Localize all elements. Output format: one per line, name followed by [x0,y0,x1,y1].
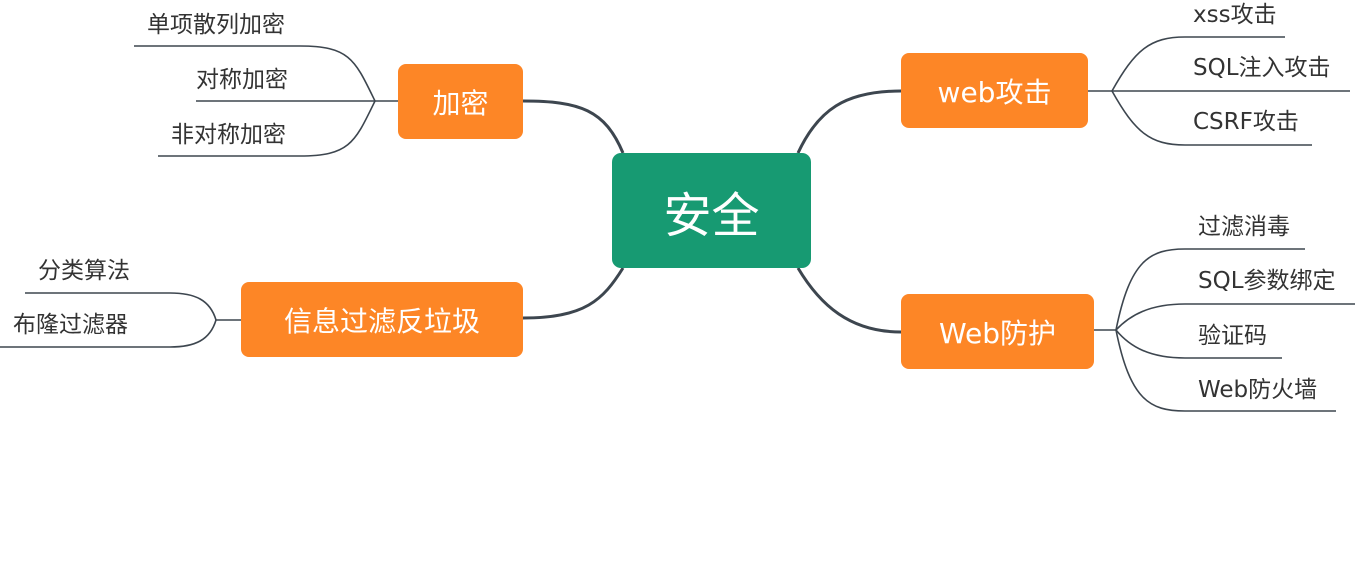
leaf-bloom-filter[interactable]: 布隆过滤器 [13,312,128,338]
branch-web-attack[interactable]: web攻击 [901,53,1088,128]
leaf-classification[interactable]: 分类算法 [38,258,130,284]
leaf-one-way-hash[interactable]: 单项散列加密 [147,12,285,38]
root-topic[interactable]: 安全 [612,153,811,268]
branch-encryption[interactable]: 加密 [398,64,523,139]
leaf-xss[interactable]: xss攻击 [1193,2,1277,28]
leaf-sanitize[interactable]: 过滤消毒 [1198,214,1290,240]
leaf-waf[interactable]: Web防火墙 [1198,377,1318,403]
leaf-captcha[interactable]: 验证码 [1198,323,1267,349]
leaf-symmetric[interactable]: 对称加密 [196,67,288,93]
branch-web-protection[interactable]: Web防护 [901,294,1094,369]
branch-spam-filter[interactable]: 信息过滤反垃圾 [241,282,523,357]
leaf-csrf[interactable]: CSRF攻击 [1193,109,1299,135]
leaf-sql-injection[interactable]: SQL注入攻击 [1193,55,1331,81]
leaf-asymmetric[interactable]: 非对称加密 [171,122,286,148]
leaf-sql-binding[interactable]: SQL参数绑定 [1198,268,1336,294]
